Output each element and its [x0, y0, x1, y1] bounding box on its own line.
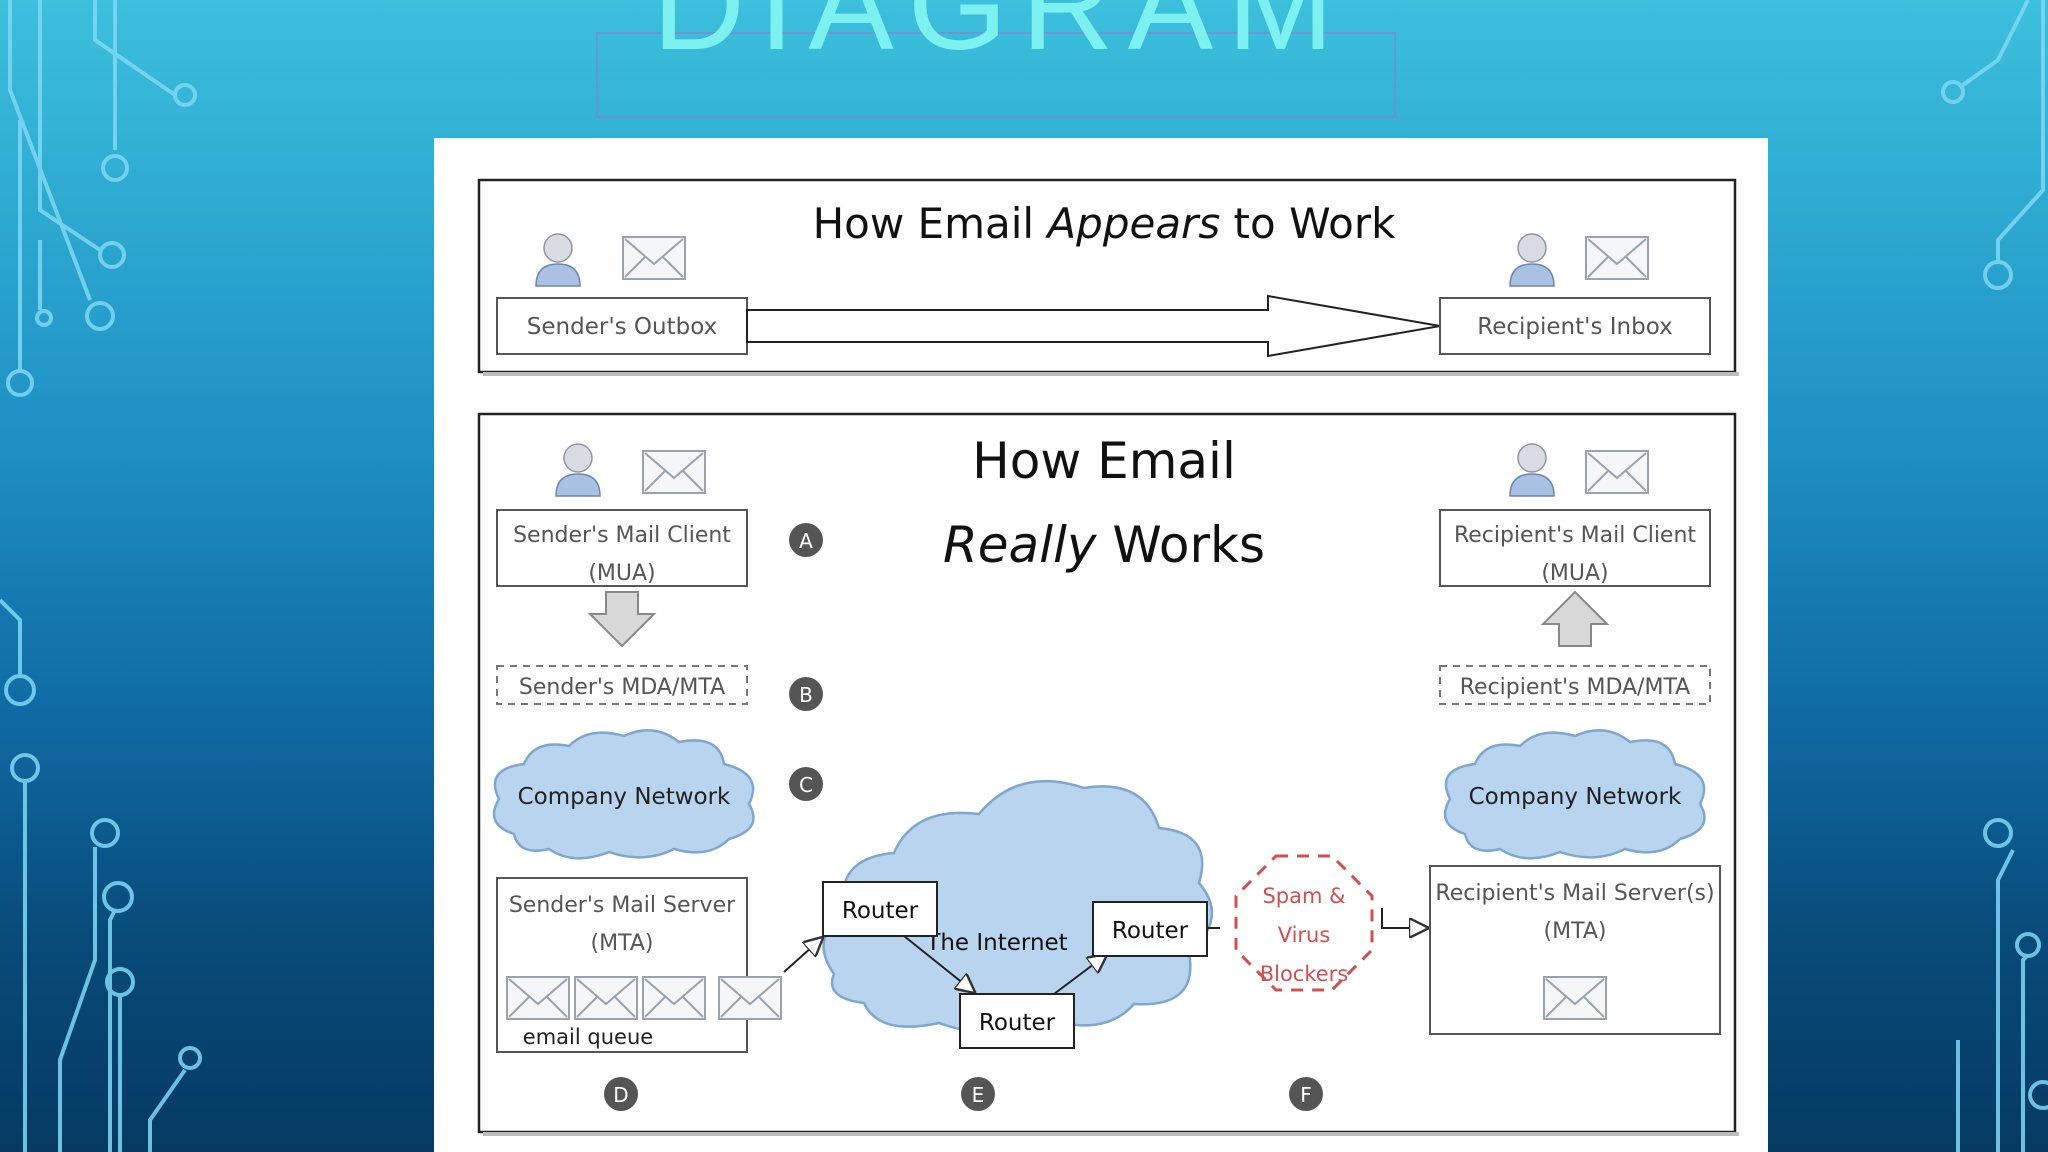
marker-f: F [1289, 1077, 1323, 1111]
sender-server-line1: Sender's Mail Server [509, 893, 736, 918]
recipient-server-line2: (MTA) [1544, 919, 1607, 944]
router-box-2 [959, 993, 1075, 1049]
marker-a: A [789, 523, 823, 557]
sender-mail-server-box [496, 877, 748, 1053]
marker-b: B [789, 677, 823, 711]
svg-text:A: A [799, 529, 813, 553]
marker-d: D [604, 1077, 638, 1111]
email-flow-diagram: How Email Appears to Work Sender's Outbo… [477, 178, 1739, 1136]
sender-outbox-label: Sender's Outbox [527, 314, 717, 340]
sender-client-line2: (MUA) [588, 561, 655, 586]
queue-envelope-icon [574, 976, 638, 1020]
title-frame [596, 32, 1396, 118]
recipient-mda-label: Recipient's MDA/MTA [1460, 675, 1690, 700]
recipient-client-line1: Recipient's Mail Client [1454, 523, 1696, 548]
svg-text:E: E [972, 1083, 985, 1107]
bottom-panel-title-line1: How Email [972, 432, 1236, 490]
recipient-client-envelope-icon [1585, 450, 1649, 494]
sender-mail-client-box [496, 509, 748, 587]
sender-client-envelope-icon [642, 450, 706, 494]
router-label-1: Router [842, 898, 919, 924]
bottom-panel: How Email Really Works Sender's Mail Cli… [477, 412, 1739, 1136]
top-panel: How Email Appears to Work Sender's Outbo… [477, 178, 1739, 376]
marker-e: E [961, 1077, 995, 1111]
queue-envelope-icon [506, 976, 570, 1020]
recipient-inbox-box [1439, 297, 1711, 355]
email-queue-label: email queue [523, 1025, 653, 1049]
internet-label: The Internet [925, 930, 1067, 956]
sender-mda-box [496, 665, 748, 705]
sender-network-label: Company Network [518, 784, 731, 810]
sender-envelope-icon [622, 236, 686, 280]
up-arrow-icon [1540, 590, 1610, 647]
slide-title: DIAGRAM [652, 0, 1348, 77]
queue-envelope-icon [642, 976, 706, 1020]
recipient-server-line1: Recipient's Mail Server(s) [1435, 881, 1714, 906]
sender-outbox-box [496, 297, 748, 355]
recipient-mail-client-box [1439, 509, 1711, 587]
down-arrow-icon [587, 591, 657, 648]
recipient-envelope-icon [1585, 236, 1649, 280]
recipient-network-label: Company Network [1469, 784, 1682, 810]
sender-server-line2: (MTA) [591, 931, 654, 956]
bottom-panel-title-line2: Really Works [943, 516, 1265, 574]
marker-c: C [789, 767, 823, 801]
circuit-decoration-left [0, 0, 202, 1152]
top-panel-title: How Email Appears to Work [813, 199, 1397, 248]
outgoing-envelope-icon [718, 976, 782, 1020]
spam-label-line2: Virus [1278, 923, 1331, 947]
recipient-client-line2: (MUA) [1541, 561, 1608, 586]
svg-text:F: F [1300, 1083, 1312, 1107]
spam-blocker-octagon-icon [1234, 854, 1374, 992]
spam-label-line3: Blockers [1260, 962, 1349, 986]
router-box-1 [822, 881, 938, 937]
router-label-2: Router [979, 1010, 1056, 1036]
router-label-3: Router [1112, 918, 1189, 944]
delivered-envelope-icon [1543, 976, 1607, 1020]
internet-cloud-icon [822, 779, 1214, 1034]
svg-text:D: D [613, 1083, 628, 1107]
email-diagram-image: How Email Appears to Work Sender's Outbo… [434, 138, 1768, 1152]
svg-text:B: B [799, 683, 813, 707]
recipient-mda-box [1439, 665, 1711, 705]
sender-mda-label: Sender's MDA/MTA [519, 675, 725, 700]
circuit-decoration-right [1941, 0, 2048, 1152]
svg-text:C: C [799, 773, 813, 797]
delivery-arrow-icon [746, 294, 1441, 358]
recipient-inbox-label: Recipient's Inbox [1477, 314, 1672, 340]
sender-client-line1: Sender's Mail Client [513, 523, 731, 548]
spam-label-line1: Spam & [1262, 884, 1345, 908]
